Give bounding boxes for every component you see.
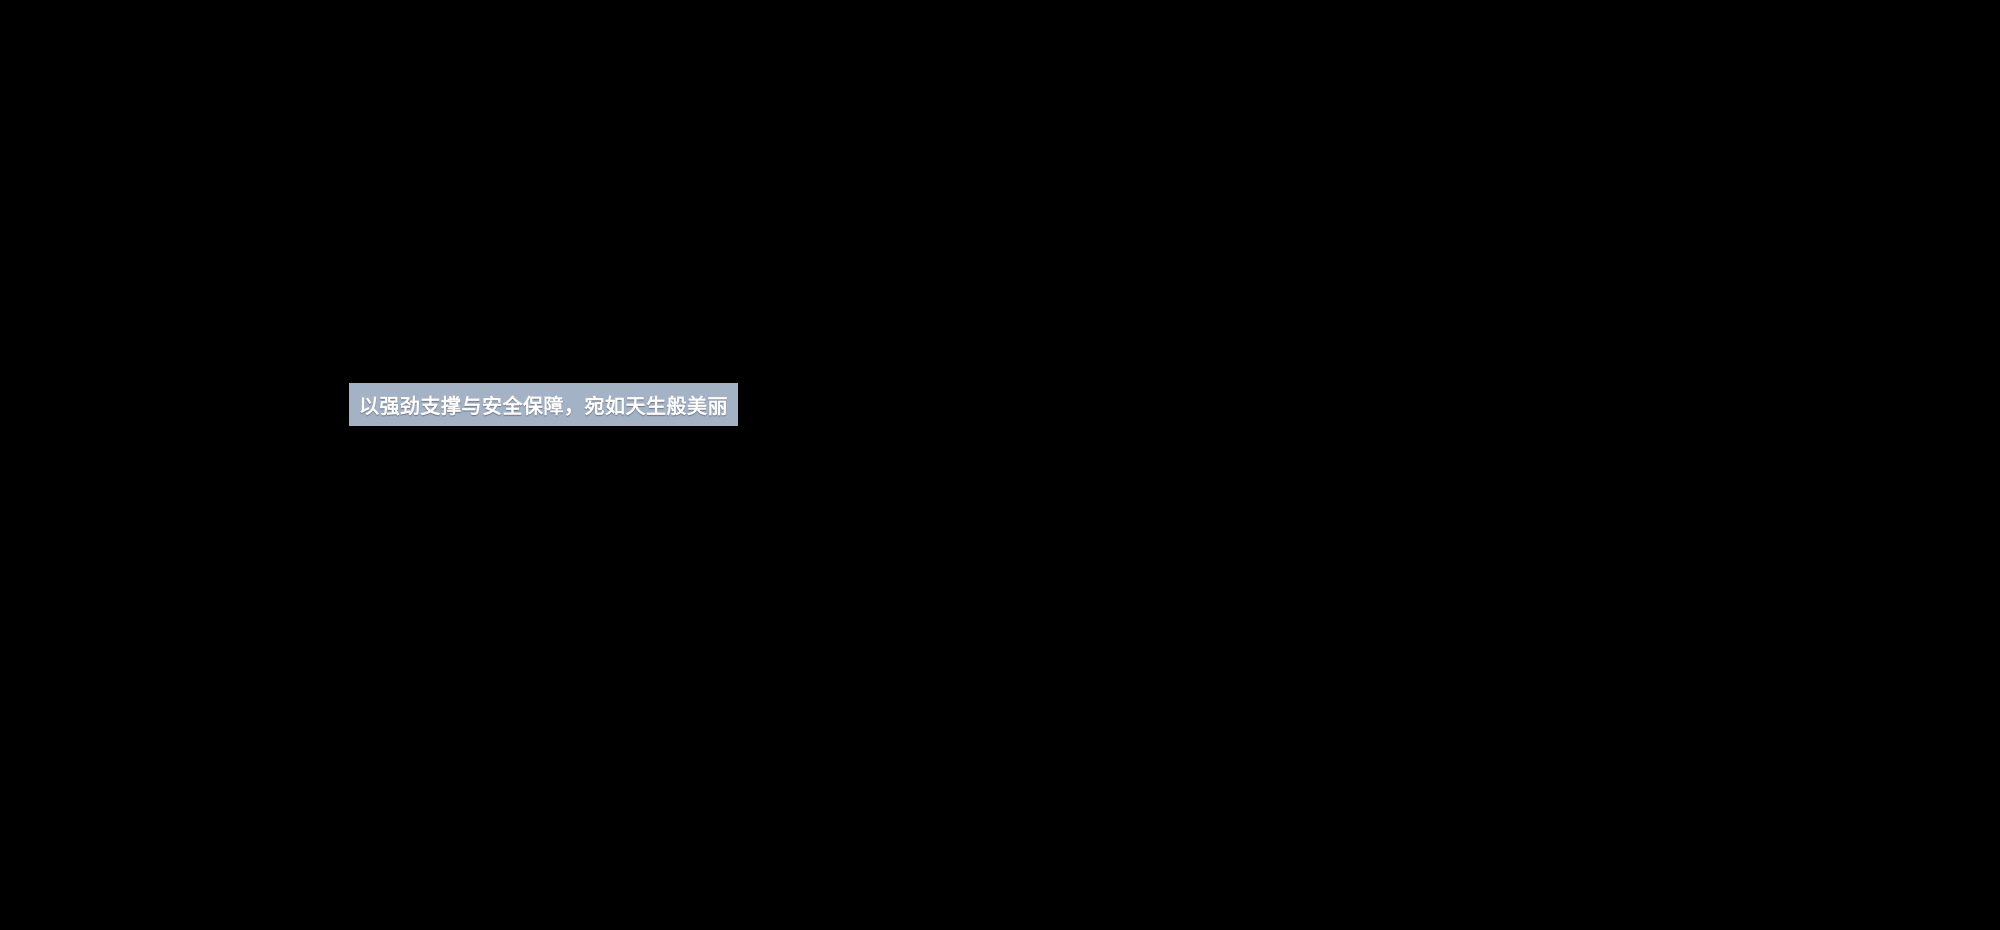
- subtitle-overlay: 以强劲支撑与安全保障，宛如天生般美丽: [349, 383, 738, 426]
- subtitle-text: 以强劲支撑与安全保障，宛如天生般美丽: [359, 396, 728, 418]
